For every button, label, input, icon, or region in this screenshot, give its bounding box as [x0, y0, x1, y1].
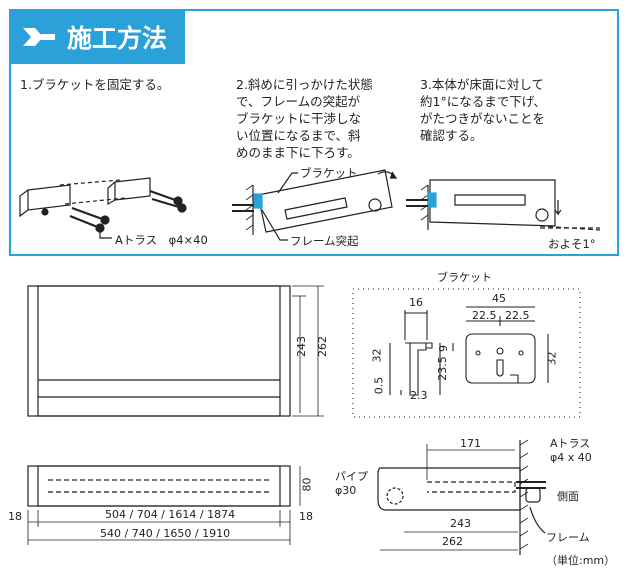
step-1-illustration: [19, 177, 187, 239]
dim-outer-widths: 540 / 740 / 1650 / 1910: [100, 527, 231, 540]
chevron-right-icon: [23, 28, 55, 46]
dim-23-5: 23.5: [435, 356, 449, 381]
dim-262-side: 262: [442, 535, 463, 548]
dim-2-3: 2.3: [410, 389, 428, 402]
side-screw-label: Aトラス φ4 x 40: [550, 437, 592, 464]
dim-22-5-a: 22.5: [472, 309, 497, 322]
dim-171: 171: [460, 437, 481, 450]
front-view: [27, 285, 324, 417]
bracket-title: ブラケット: [437, 271, 492, 284]
dim-80: 80: [300, 477, 314, 492]
step-3-text: 3.本体が床面に対して 約1°になるまで下げ、 がたつきがないことを 確認する。: [420, 77, 546, 143]
dim-243-side: 243: [450, 517, 471, 530]
dim-262-front: 262: [316, 336, 329, 357]
pipe-label: パイプ φ30: [335, 470, 368, 497]
unit-note: （単位:mm）: [546, 554, 616, 567]
bottom-view: [27, 465, 301, 545]
step-2-illustration: [232, 169, 398, 241]
angle-label: およそ1°: [548, 237, 596, 251]
dim-18-left: 18: [8, 510, 22, 523]
screw-label: Aトラス φ4×40: [115, 233, 208, 247]
dim-0-5: 0.5: [372, 376, 386, 395]
dim-45: 45: [492, 292, 506, 305]
dim-22-5-b: 22.5: [505, 309, 530, 322]
bracket-label: ブラケット: [300, 166, 358, 180]
page-title: 施工方法: [67, 24, 168, 53]
frame-protrusion-label: フレーム突起: [290, 234, 359, 248]
dim-9: 9: [437, 345, 450, 352]
side-label: 側面: [557, 490, 579, 503]
dim-32-b: 32: [545, 351, 559, 366]
dim-18-right: 18: [299, 510, 313, 523]
side-view: [377, 439, 546, 555]
step-2-text: 2.斜めに引っかけた状態 で、フレームの突起が ブラケットに干渉しな い位置にな…: [236, 77, 373, 160]
title-banner: 施工方法: [9, 9, 185, 64]
step-3-illustration: [406, 179, 601, 231]
step-1-text: 1.ブラケットを固定する。: [20, 77, 170, 92]
dim-32-a: 32: [370, 348, 384, 363]
frame-label: フレーム: [546, 531, 590, 544]
bracket-detail: [352, 288, 581, 418]
dim-16: 16: [409, 296, 423, 309]
dim-inner-widths: 504 / 704 / 1614 / 1874: [105, 508, 236, 521]
installation-panel: [9, 9, 619, 256]
dim-243-front: 243: [295, 336, 308, 357]
